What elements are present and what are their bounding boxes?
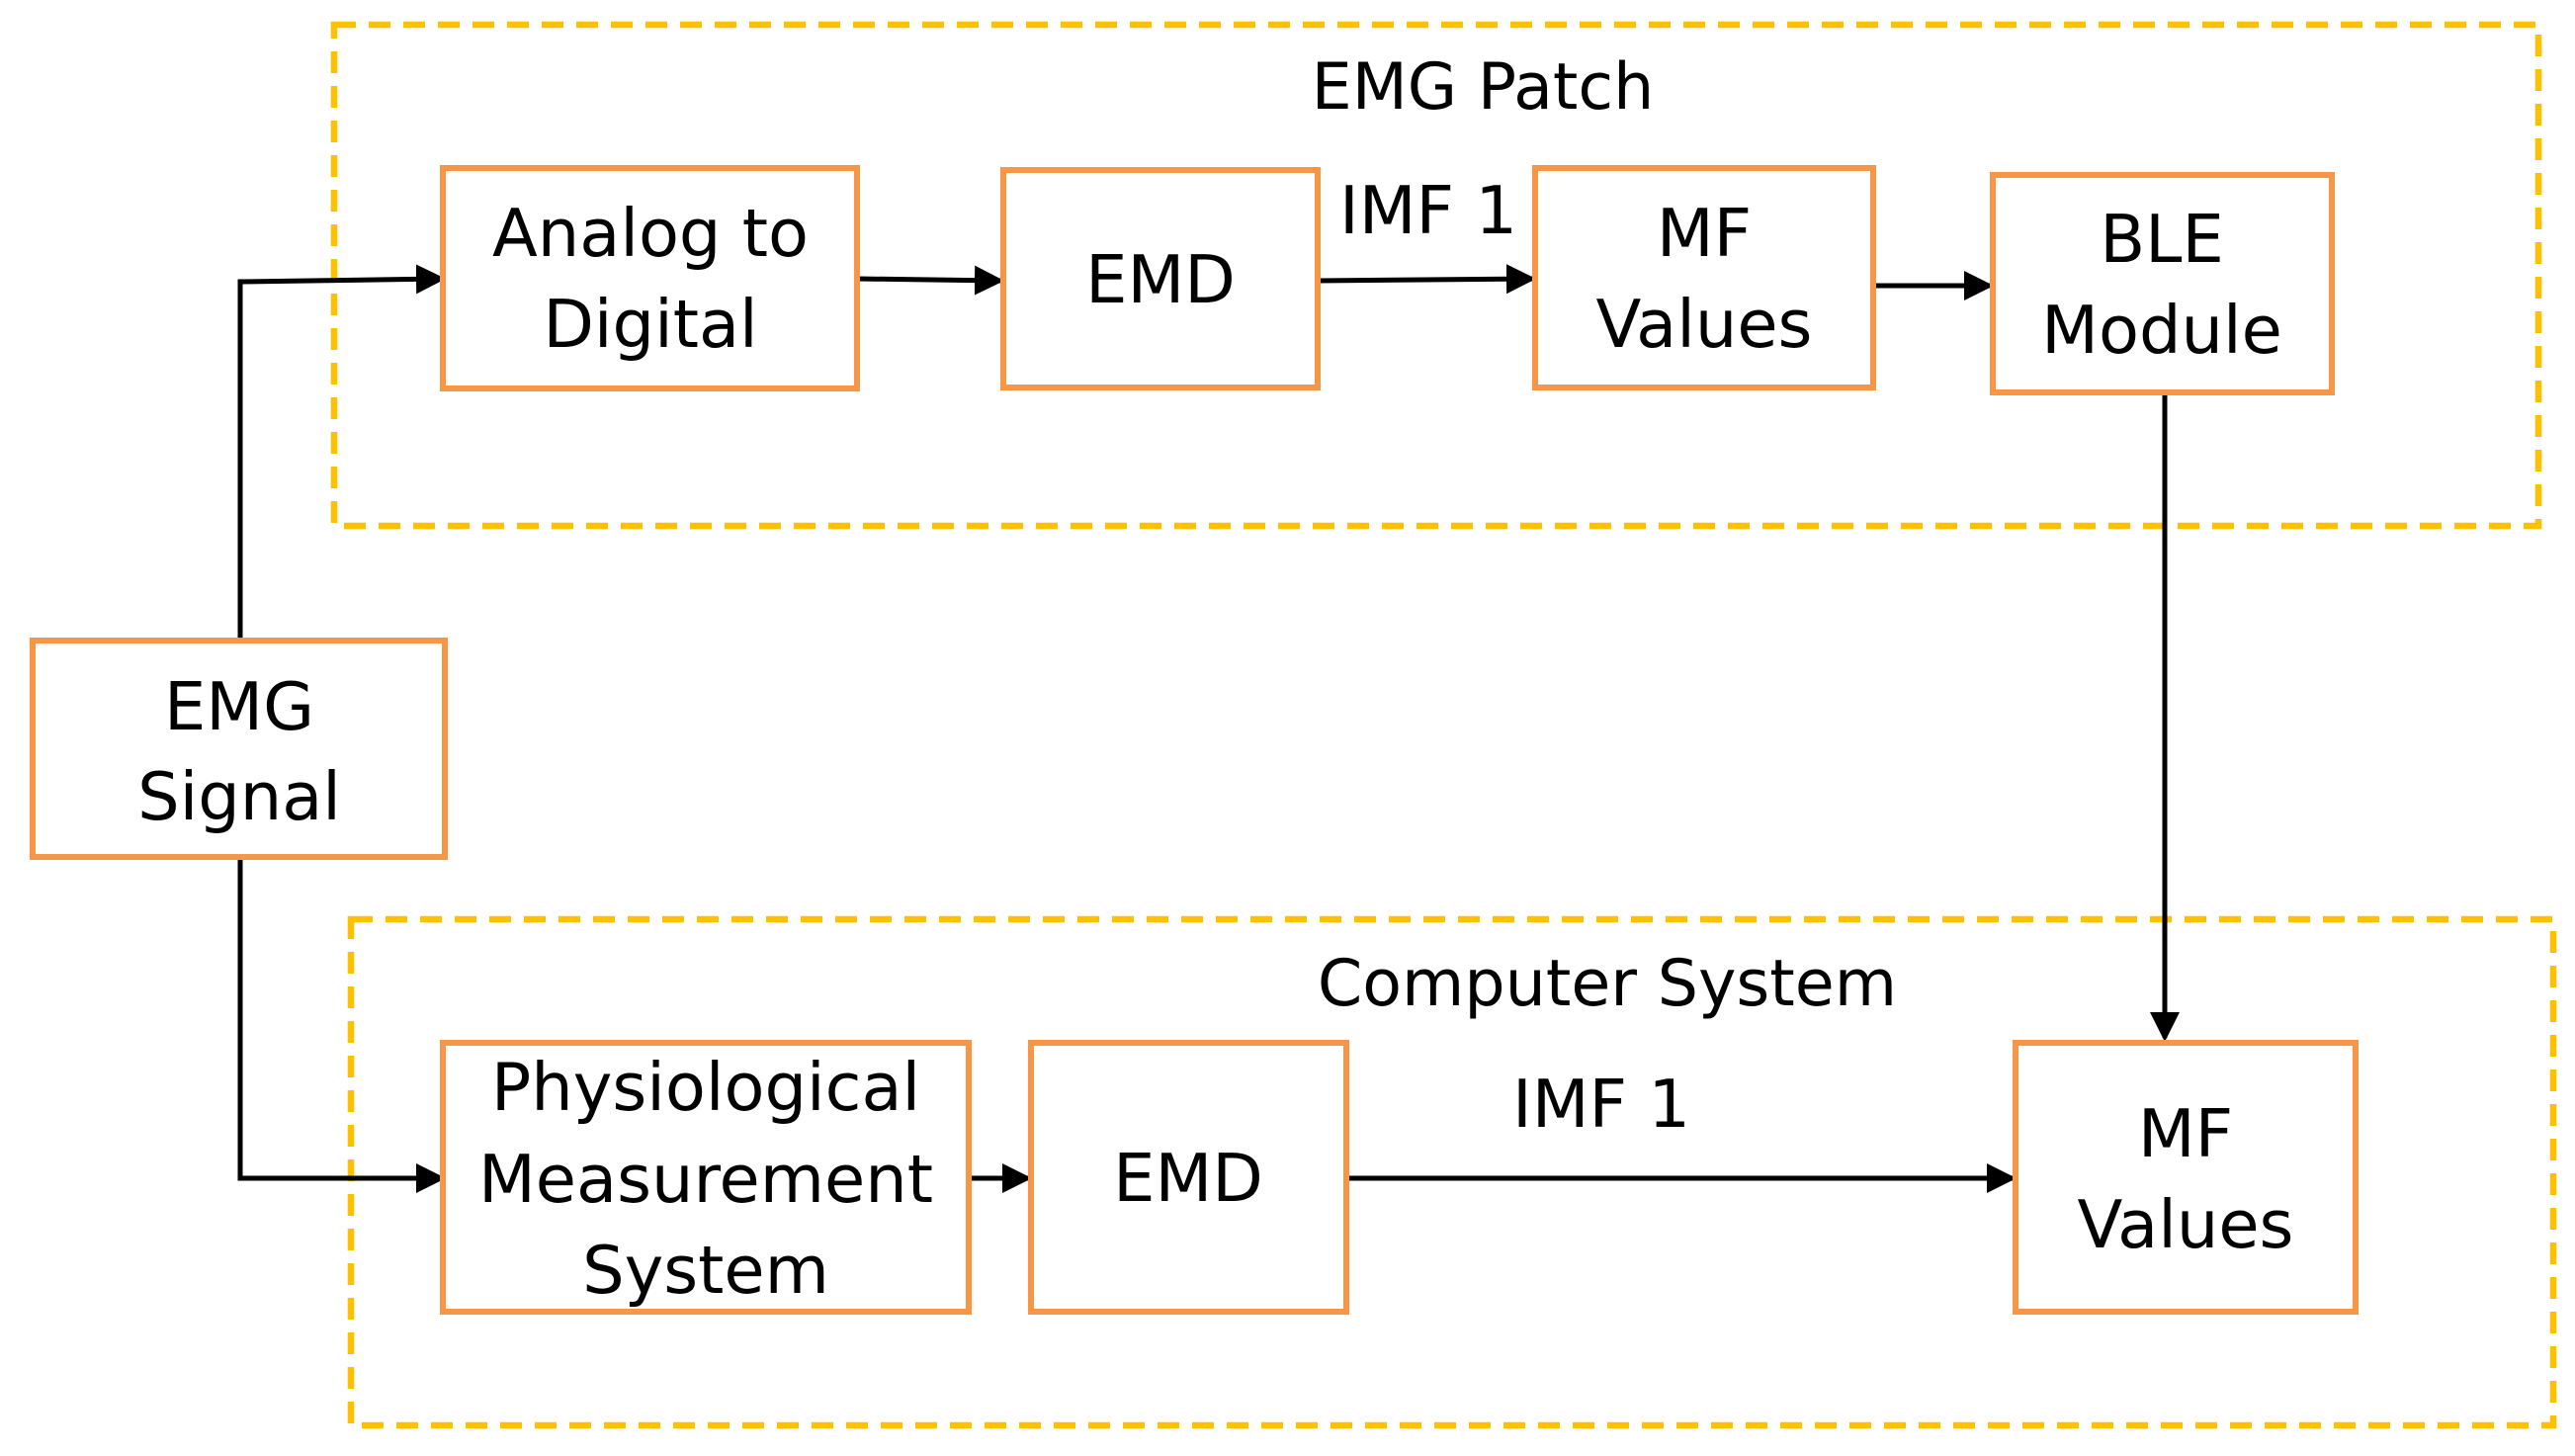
edge-label-imf-bottom: IMF 1 (1512, 1066, 1690, 1143)
connectors (237, 264, 2180, 1193)
block-emd-top: EMD (1000, 167, 1321, 390)
block-analog-to-digital: Analog to Digital (440, 165, 860, 391)
computer-system-group: Computer System (347, 915, 2557, 1429)
block-ble-line2: Module (2041, 292, 2282, 369)
block-mf-top-line1: MF (1657, 195, 1752, 272)
computer-system-title: Computer System (1318, 947, 1897, 1021)
arrow-signal-to-adc (237, 264, 446, 641)
block-emd-top-line1: EMD (1085, 241, 1236, 318)
block-mf-bottom-line2: Values (2078, 1186, 2294, 1263)
block-emd-bottom-line1: EMD (1113, 1140, 1263, 1217)
block-emg-signal-line1: EMG (164, 668, 314, 745)
edge-label-imf-top: IMF 1 (1339, 172, 1517, 249)
arrow-adc-to-emd (856, 265, 1004, 296)
block-emd-bottom: EMD (1028, 1040, 1349, 1315)
block-mf-values-bottom: MF Values (2013, 1040, 2359, 1315)
block-pms-line2: Measurement (478, 1141, 933, 1218)
block-physiological-measurement-system: Physiological Measurement System (440, 1040, 972, 1315)
emg-patch-group: EMG Patch (330, 21, 2542, 530)
emg-patch-boundary (330, 21, 2542, 530)
computer-system-boundary (347, 915, 2557, 1429)
block-ble-module: BLE Module (1990, 172, 2335, 395)
arrow-emd-to-mf (1317, 264, 1536, 295)
block-pms-line3: System (582, 1232, 829, 1309)
block-emg-signal: EMG Signal (30, 638, 448, 860)
block-pms-line1: Physiological (491, 1049, 920, 1126)
block-ble-line1: BLE (2100, 201, 2224, 278)
block-mf-bottom-line1: MF (2138, 1095, 2233, 1172)
block-mf-top-line2: Values (1596, 286, 1813, 363)
block-emg-signal-line2: Signal (137, 758, 341, 835)
block-adc-line2: Digital (543, 286, 757, 363)
arrow-signal-to-pms (237, 857, 447, 1193)
block-adc-line1: Analog to (492, 195, 809, 272)
emg-patch-title: EMG Patch (1312, 50, 1655, 125)
block-mf-values-top: MF Values (1532, 165, 1876, 390)
